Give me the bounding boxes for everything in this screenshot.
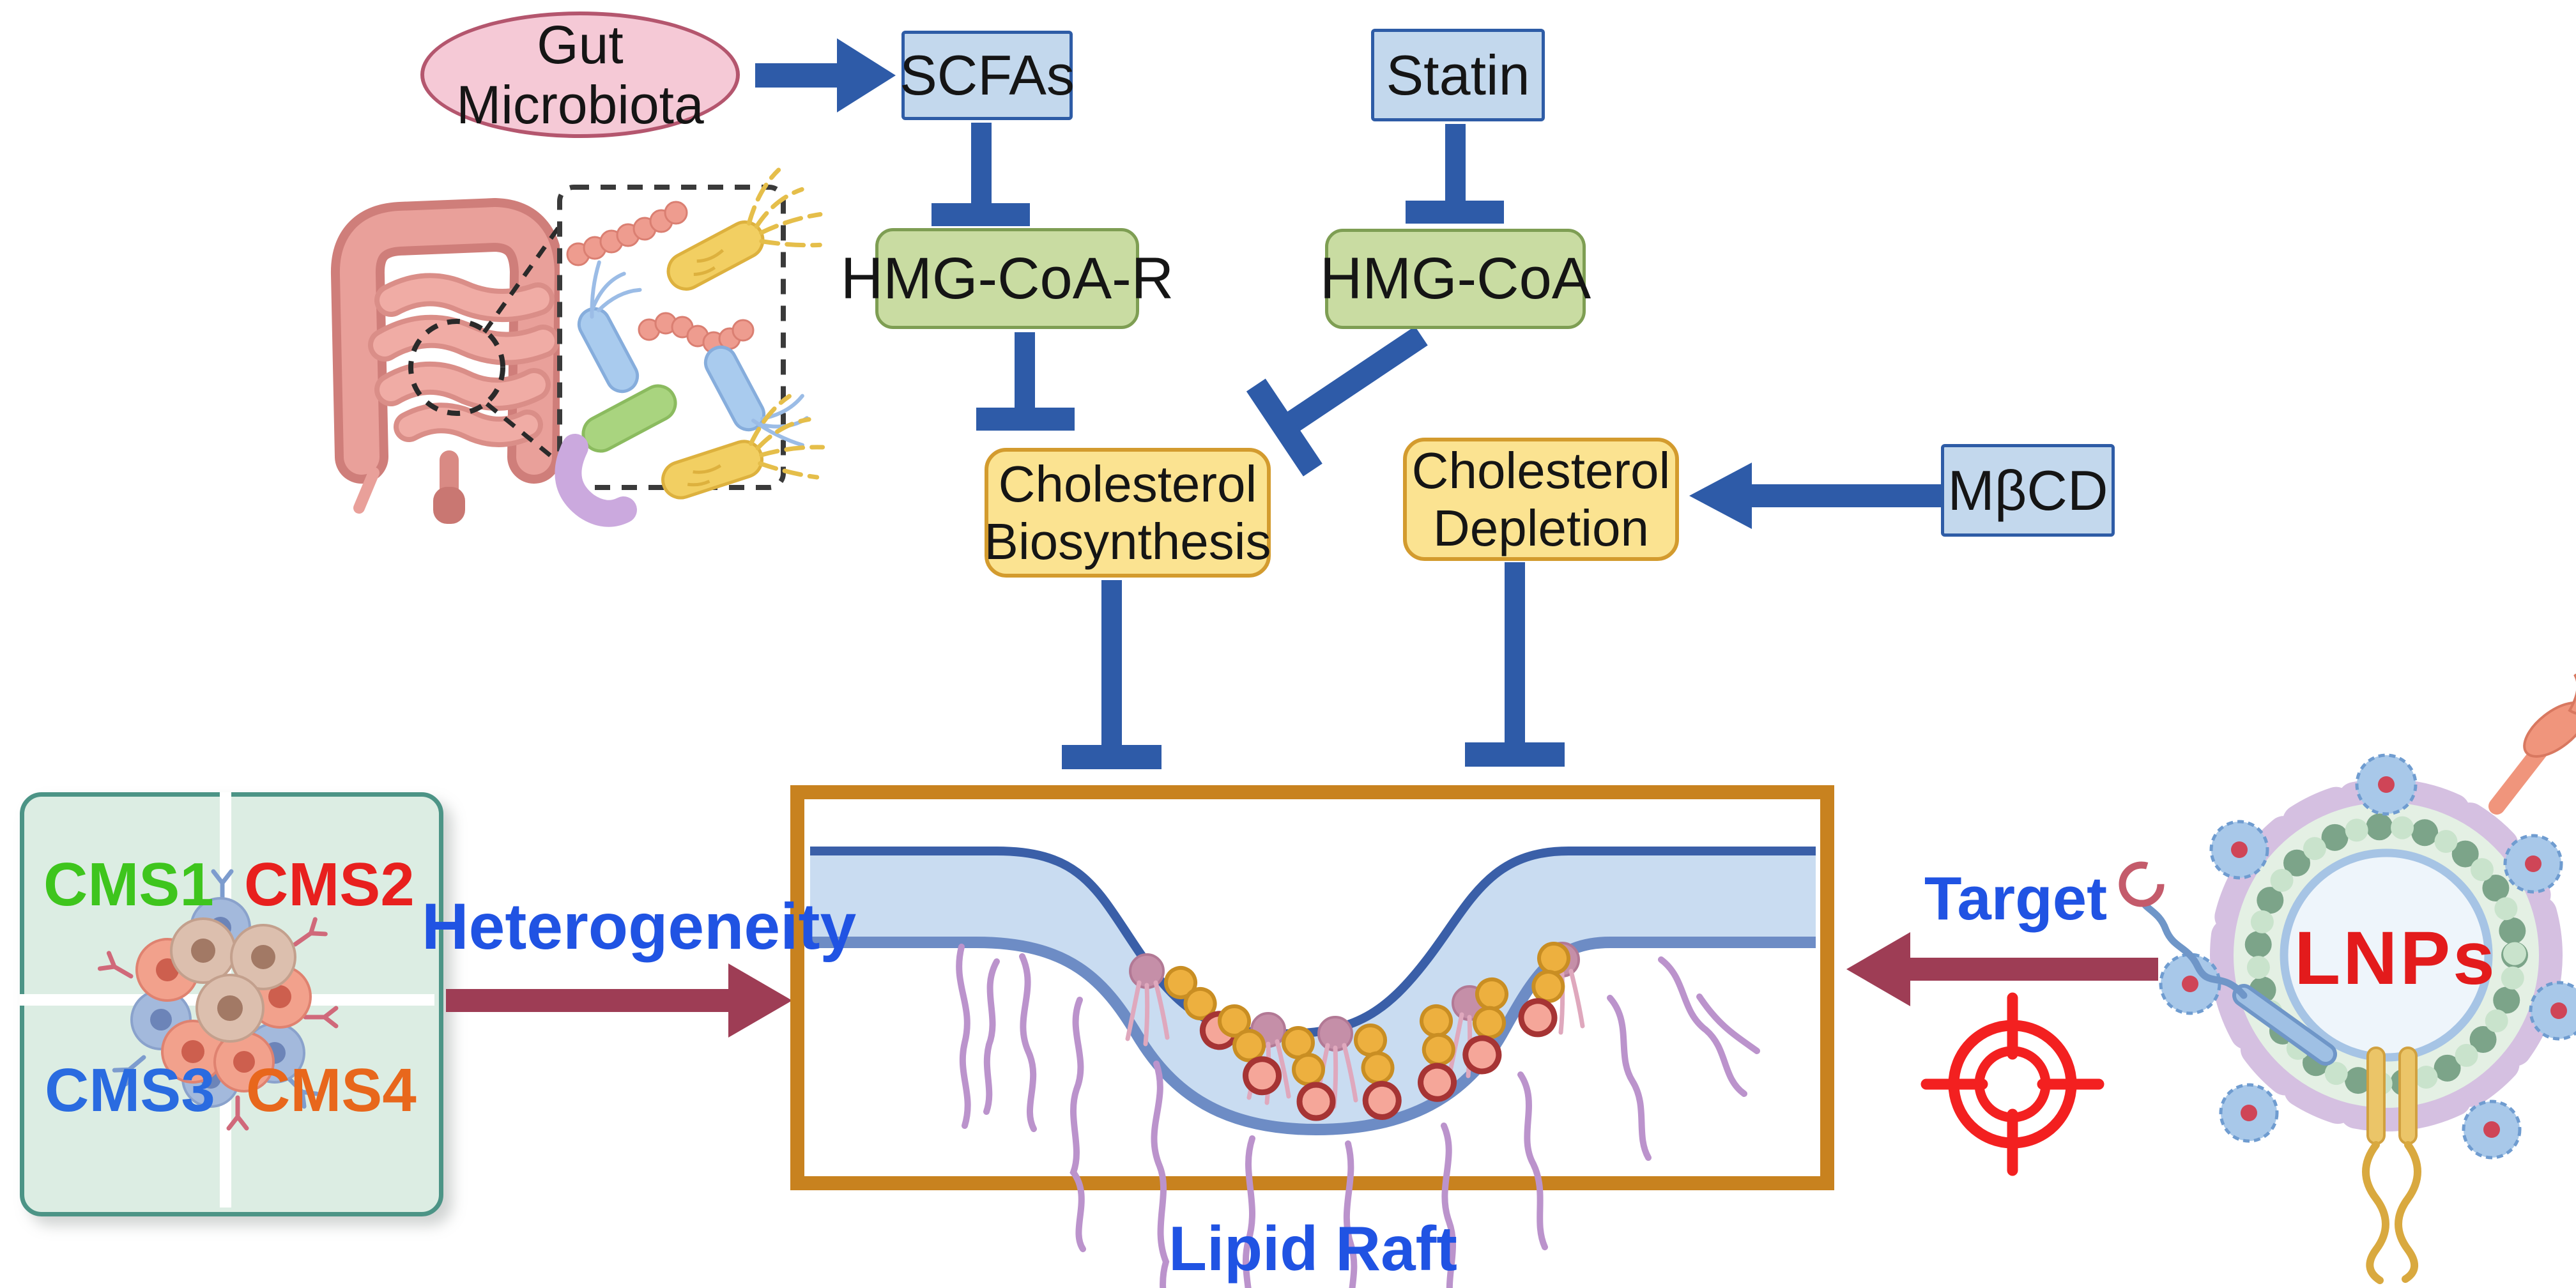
node-cholesterol-depletion: Cholesterol Depletion — [1403, 438, 1679, 561]
node-scfas: SCFAs — [900, 31, 1075, 120]
cms3-label: CMS3 — [45, 1056, 215, 1124]
mbcd-label: MβCD — [1947, 458, 2108, 522]
node-hmg-coa-r: HMG-CoA-R — [841, 228, 1174, 329]
gut-line1: Gut — [537, 14, 624, 75]
tumor-cell-cluster — [100, 871, 336, 1128]
chol-dep-line1: Cholesterol — [1411, 441, 1671, 499]
chol-dep-line2: Depletion — [1432, 499, 1649, 556]
lipid-raft-box — [790, 785, 1834, 1288]
statin-label: Statin — [1386, 43, 1530, 107]
heterogeneity-arrow — [446, 963, 792, 1038]
scfas-label: SCFAs — [900, 43, 1075, 107]
cms4-label: CMS4 — [246, 1056, 417, 1124]
glycan-squiggles — [956, 944, 1760, 1288]
gut-bacteria-panel — [555, 162, 833, 527]
gut-line2: Microbiota — [456, 75, 704, 135]
inhibition-bar-scfas-to-hmgcoar — [931, 123, 1030, 226]
chol-bio-line2: Biosynthesis — [984, 512, 1271, 570]
chol-bio-line1: Cholesterol — [998, 455, 1257, 512]
activation-arrow-gut-to-scfas — [755, 38, 896, 112]
bacteria-cocci-chain-1 — [566, 201, 688, 266]
crosshair-icon — [1920, 992, 2104, 1176]
lnp-surface-proteins — [2159, 753, 2576, 1160]
lipid-raft-label: Lipid Raft — [1169, 1213, 1457, 1284]
inhibition-bar-choldep-to-raft — [1465, 562, 1565, 767]
node-gut-microbiota: Gut Microbiota — [420, 12, 740, 138]
lnp-illustration — [2119, 673, 2576, 1284]
activation-arrow-mbcd-to-choldep — [1689, 463, 1943, 529]
targeting-ligand-icon — [2119, 861, 2337, 1066]
target-label: Target — [1924, 864, 2108, 933]
cms1-label: CMS1 — [43, 850, 214, 919]
node-mbcd: MβCD — [1941, 444, 2115, 537]
hmg-coa-label: HMG-CoA — [1319, 246, 1591, 311]
target-arrow — [1846, 932, 2158, 1006]
inhibition-bar-hmgcoa-to-cholbio — [1246, 326, 1428, 477]
node-statin: Statin — [1371, 29, 1545, 121]
hmg-coa-r-label: HMG-CoA-R — [840, 245, 1174, 311]
antibody-ligand-icon — [2488, 673, 2576, 815]
membrane-band — [810, 851, 1816, 1130]
heterogeneity-label: Heterogeneity — [422, 890, 857, 963]
bacteria-purple-curved — [555, 434, 637, 527]
inhibition-bar-statin-to-hmgcoa — [1406, 124, 1504, 224]
node-hmg-coa: HMG-CoA — [1320, 229, 1591, 329]
inhibition-bar-cholbio-to-raft — [1062, 580, 1162, 769]
cms2-label: CMS2 — [244, 850, 415, 919]
magnifier-dashed-circle — [408, 319, 505, 416]
node-cholesterol-biosynthesis: Cholesterol Biosynthesis — [984, 448, 1271, 578]
intestine-illustration — [331, 198, 564, 524]
inhibition-bar-hmgcoar-to-cholbio — [976, 332, 1075, 431]
lnps-label: LNPs — [2294, 916, 2497, 1000]
gold-cargo-icon — [2362, 1046, 2421, 1284]
